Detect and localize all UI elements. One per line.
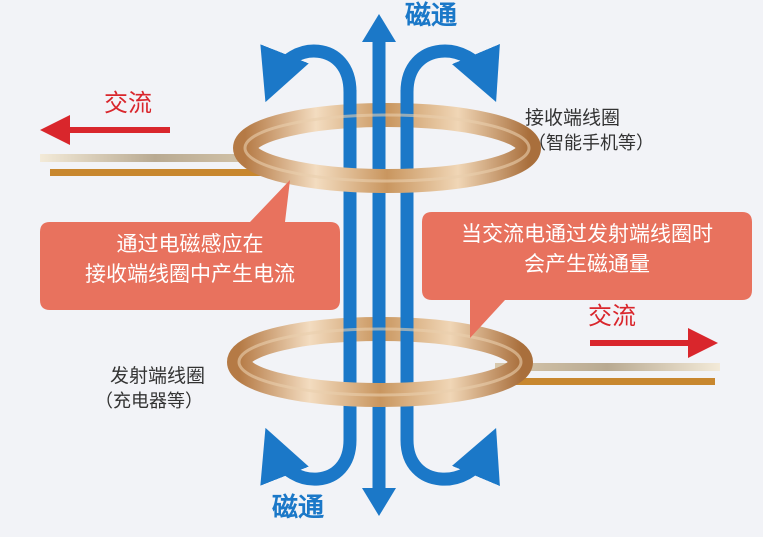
bubble-right-text: 当交流电通过发射端线圈时 会产生磁通量 [422, 222, 752, 276]
ac-label-bottom: 交流 [588, 302, 636, 330]
transmitter-coil-label: 发射端线圈 [110, 365, 206, 387]
bubble-left-line2: 接收端线圈中产生电流 [85, 262, 295, 287]
bubble-right [422, 212, 752, 338]
receiver-coil-note: （智能手机等） [528, 133, 654, 154]
bubble-left-line1: 通过电磁感应在 [116, 232, 264, 256]
bubble-right-line1: 当交流电通过发射端线圈时 [461, 222, 713, 246]
receiver-coil-front [233, 113, 541, 193]
bubble-left [40, 180, 340, 310]
receiver-lead-wires [40, 154, 270, 176]
flux-label-bottom: 磁通 [272, 493, 325, 523]
receiver-coil-label: 接收端线圈 [525, 107, 621, 129]
transmitter-coil-front [227, 327, 533, 407]
ac-label-top: 交流 [104, 89, 152, 117]
transmitter-coil-note: （充电器等） [95, 391, 203, 412]
transmitter-lead-wires [495, 363, 720, 385]
bubble-right-line2: 会产生磁通量 [524, 252, 650, 277]
flux-label-top: 磁通 [405, 1, 458, 31]
receiver-coil-back [233, 103, 541, 151]
bubble-left-text: 通过电磁感应在 接收端线圈中产生电流 [40, 232, 340, 286]
